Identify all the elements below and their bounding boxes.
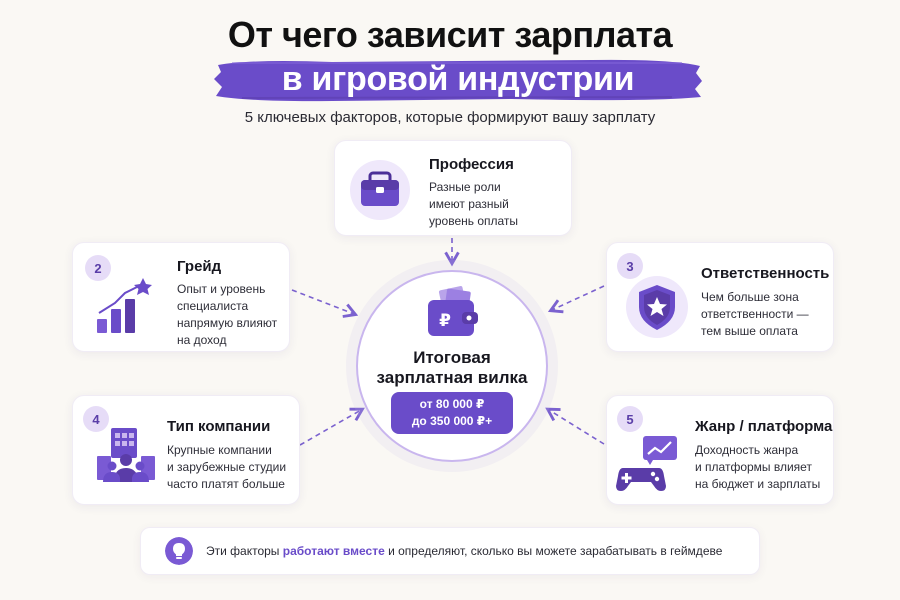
arrow-responsibility — [547, 285, 605, 314]
factor-text: Чем больше зона ответственности — тем вы… — [701, 290, 809, 338]
gamepad-icon — [616, 436, 677, 491]
salary-range-from: от 80 000 ₽ — [419, 397, 485, 411]
svg-text:₽: ₽ — [439, 311, 451, 331]
factor-number: 5 — [617, 406, 643, 432]
result-title-text: Итоговая зарплатная вилка — [376, 348, 528, 387]
factor-number: 4 — [83, 406, 109, 432]
factor-number: 3 — [617, 253, 643, 279]
page-title-highlight: в игровой индустрии — [281, 60, 635, 98]
page-title: От чего зависит зарплата — [227, 14, 673, 55]
result-title: Итоговая зарплатная вилка — [356, 348, 548, 388]
factor-card-company: 4 Тип компании Крупные компании и зарубе… — [72, 395, 300, 505]
summary-note-text: Эти факторы работают вместе и определяют… — [206, 544, 722, 558]
factor-text: Крупные компании и зарубежные студии час… — [167, 443, 287, 491]
brush-highlight — [214, 59, 702, 102]
factor-card-genre: 5 Жанр / платформа Доходность жанра и пл… — [606, 395, 834, 505]
summary-note — [140, 527, 760, 575]
page-subtitle: 5 ключевых факторов, которые формируют в… — [244, 109, 656, 126]
factor-text: Разные роли имеют разный уровень оплаты — [429, 180, 519, 228]
growth-chart-icon — [97, 278, 152, 333]
factor-title: Грейд — [177, 258, 222, 275]
factor-text: Доходность жанра и платформы влияет на б… — [695, 443, 821, 491]
briefcase-icon — [350, 160, 410, 220]
shield-star-icon — [626, 276, 688, 338]
factor-card-grade: 2 Грейд Опыт и уровень специалиста напря… — [72, 242, 290, 352]
arrow-genre — [545, 407, 605, 445]
factor-title: Профессия — [429, 156, 514, 173]
arrow-grade — [291, 289, 359, 318]
salary-range-to: до 350 000 ₽+ — [411, 414, 493, 428]
factor-title: Тип компании — [167, 418, 271, 435]
factor-text: Опыт и уровень специалиста напрямую влия… — [177, 282, 278, 347]
note-highlight: работают вместе — [282, 544, 385, 558]
wallet-ruble-icon: ₽ — [428, 286, 478, 336]
salary-range-badge: от 80 000 ₽ до 350 000 ₽+ — [391, 392, 513, 434]
arrow-company — [299, 407, 365, 446]
factor-card-profession: Профессия Разные роли имеют разный урове… — [334, 140, 572, 236]
factor-number: 2 — [85, 255, 111, 281]
factor-title: Ответственность — [701, 265, 830, 282]
lightbulb-icon — [165, 537, 193, 565]
note-before: Эти факторы — [206, 544, 283, 558]
factor-title: Жанр / платформа — [695, 418, 833, 435]
factor-card-responsibility: 3 Ответственность Чем больше зона ответс… — [606, 242, 834, 352]
office-team-icon — [97, 428, 155, 482]
note-after: и определяют, сколько вы можете зарабаты… — [384, 544, 723, 558]
